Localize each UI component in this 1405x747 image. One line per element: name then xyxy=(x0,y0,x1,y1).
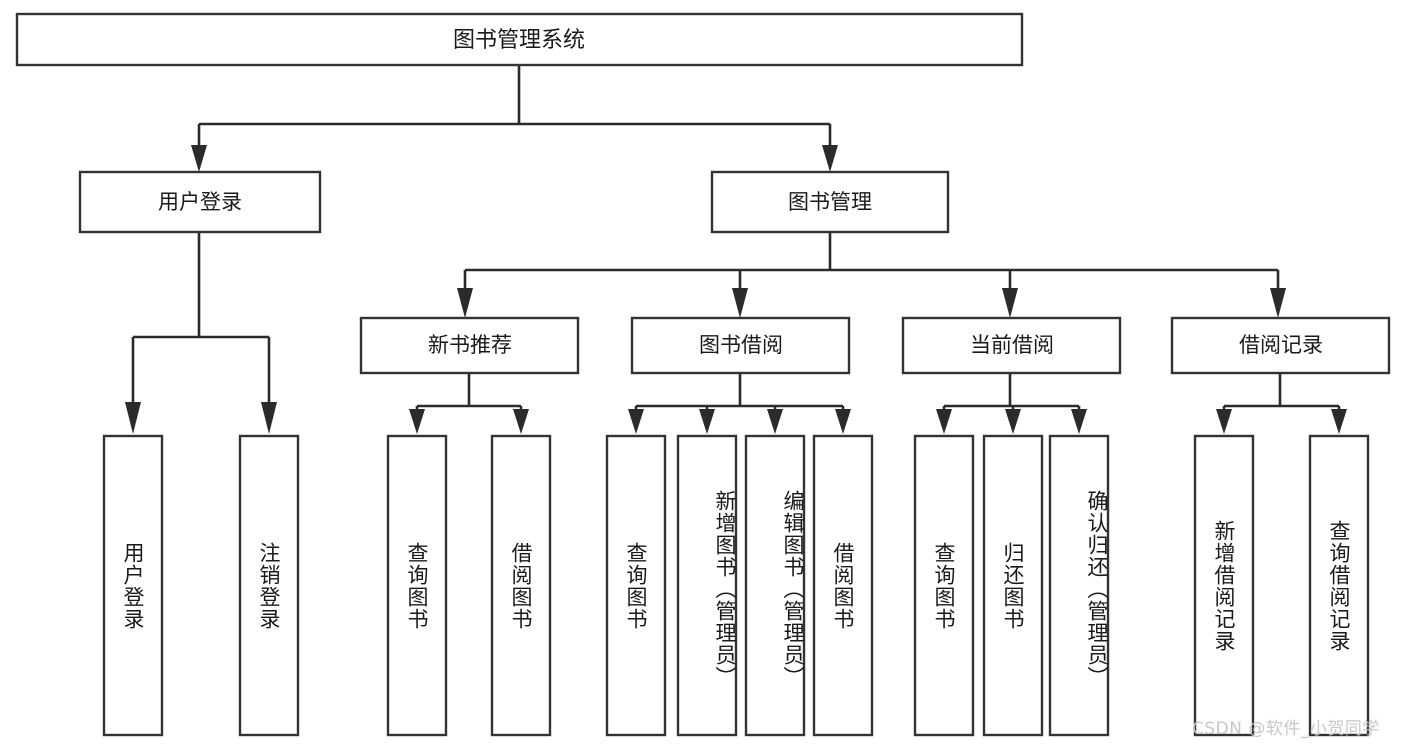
book-management-box[interactable] xyxy=(710,170,950,234)
leaf-box-user-login-1[interactable] xyxy=(102,434,164,737)
new-book-recommend-box[interactable] xyxy=(359,316,580,375)
leaf-box-new-book-2[interactable] xyxy=(490,434,552,737)
borrow-record-box[interactable] xyxy=(1170,316,1391,375)
connector-group-book-borrow xyxy=(628,373,851,434)
leaf-box-book-borrow-2[interactable] xyxy=(676,434,738,737)
book-borrow-label: 图书借阅 xyxy=(699,333,783,357)
leaf-box-current-borrow-1[interactable] xyxy=(913,434,975,737)
user-login-box[interactable] xyxy=(78,170,322,234)
root-box[interactable] xyxy=(15,12,1024,67)
root-label: 图书管理系统 xyxy=(453,28,585,53)
arrow-currentborrow-leaf-2 xyxy=(1005,409,1021,434)
node-book-management[interactable]: 图书管理 xyxy=(710,170,950,234)
arrow-newbook-leaf-2 xyxy=(513,409,529,434)
node-new-book-recommend[interactable]: 新书推荐 xyxy=(359,316,580,375)
arrow-root-to-book-mgmt xyxy=(822,145,838,172)
current-borrow-label: 当前借阅 xyxy=(970,333,1054,357)
arrow-bookborrow-leaf-1 xyxy=(628,409,644,434)
connector-group-user-login xyxy=(125,232,277,434)
book-management-label: 图书管理 xyxy=(788,190,872,214)
arrow-borrowrecord-leaf-1 xyxy=(1216,409,1232,434)
arrow-userlogin-leaf-2 xyxy=(261,402,277,434)
arrow-newbook-leaf-1 xyxy=(409,409,425,434)
csdn-watermark: CSDN @软件_小贺同学 xyxy=(1192,719,1380,739)
new-book-recommend-label: 新书推荐 xyxy=(428,333,512,357)
leaf-box-borrow-record-1[interactable] xyxy=(1193,434,1255,737)
node-current-borrow[interactable]: 当前借阅 xyxy=(901,316,1122,375)
connector-group-new-book xyxy=(409,373,529,434)
leaf-box-book-borrow-3[interactable] xyxy=(744,434,806,737)
arrow-borrowrecord-leaf-2 xyxy=(1331,409,1347,434)
borrow-record-label: 借阅记录 xyxy=(1239,333,1323,357)
arrow-bookmgmt-to-book-borrow xyxy=(732,288,748,318)
arrow-bookborrow-leaf-2 xyxy=(699,409,715,434)
arrow-bookmgmt-to-current-borrow xyxy=(1002,288,1018,318)
connector-group-root xyxy=(191,65,838,172)
user-login-label: 用户登录 xyxy=(158,190,242,214)
leaf-box-user-login-2[interactable] xyxy=(238,434,300,737)
arrow-bookmgmt-to-borrow-record xyxy=(1270,288,1286,318)
arrow-currentborrow-leaf-1 xyxy=(936,409,952,434)
leaf-box-new-book-1[interactable] xyxy=(386,434,448,737)
arrow-bookmgmt-to-new-book xyxy=(457,288,473,318)
current-borrow-box[interactable] xyxy=(901,316,1122,375)
node-borrow-record[interactable]: 借阅记录 xyxy=(1170,316,1391,375)
arrow-currentborrow-leaf-3 xyxy=(1071,409,1087,434)
book-borrow-box[interactable] xyxy=(630,316,851,375)
node-root[interactable]: 图书管理系统 xyxy=(15,12,1024,67)
leaf-box-book-borrow-1[interactable] xyxy=(605,434,667,737)
connector-group-current-borrow xyxy=(936,373,1087,434)
arrow-userlogin-leaf-1 xyxy=(125,402,141,434)
arrow-bookborrow-leaf-3 xyxy=(767,409,783,434)
arrow-root-to-user-login xyxy=(191,145,207,172)
connector-group-book-mgmt xyxy=(457,232,1286,318)
arrow-bookborrow-leaf-4 xyxy=(835,409,851,434)
node-user-login[interactable]: 用户登录 xyxy=(78,170,322,234)
leaf-box-borrow-record-2[interactable] xyxy=(1308,434,1370,737)
connector-group-borrow-record xyxy=(1216,373,1347,434)
node-book-borrow[interactable]: 图书借阅 xyxy=(630,316,851,375)
leaf-box-book-borrow-4[interactable] xyxy=(812,434,874,737)
leaf-box-current-borrow-3[interactable] xyxy=(1048,434,1110,737)
leaf-box-current-borrow-2[interactable] xyxy=(982,434,1044,737)
